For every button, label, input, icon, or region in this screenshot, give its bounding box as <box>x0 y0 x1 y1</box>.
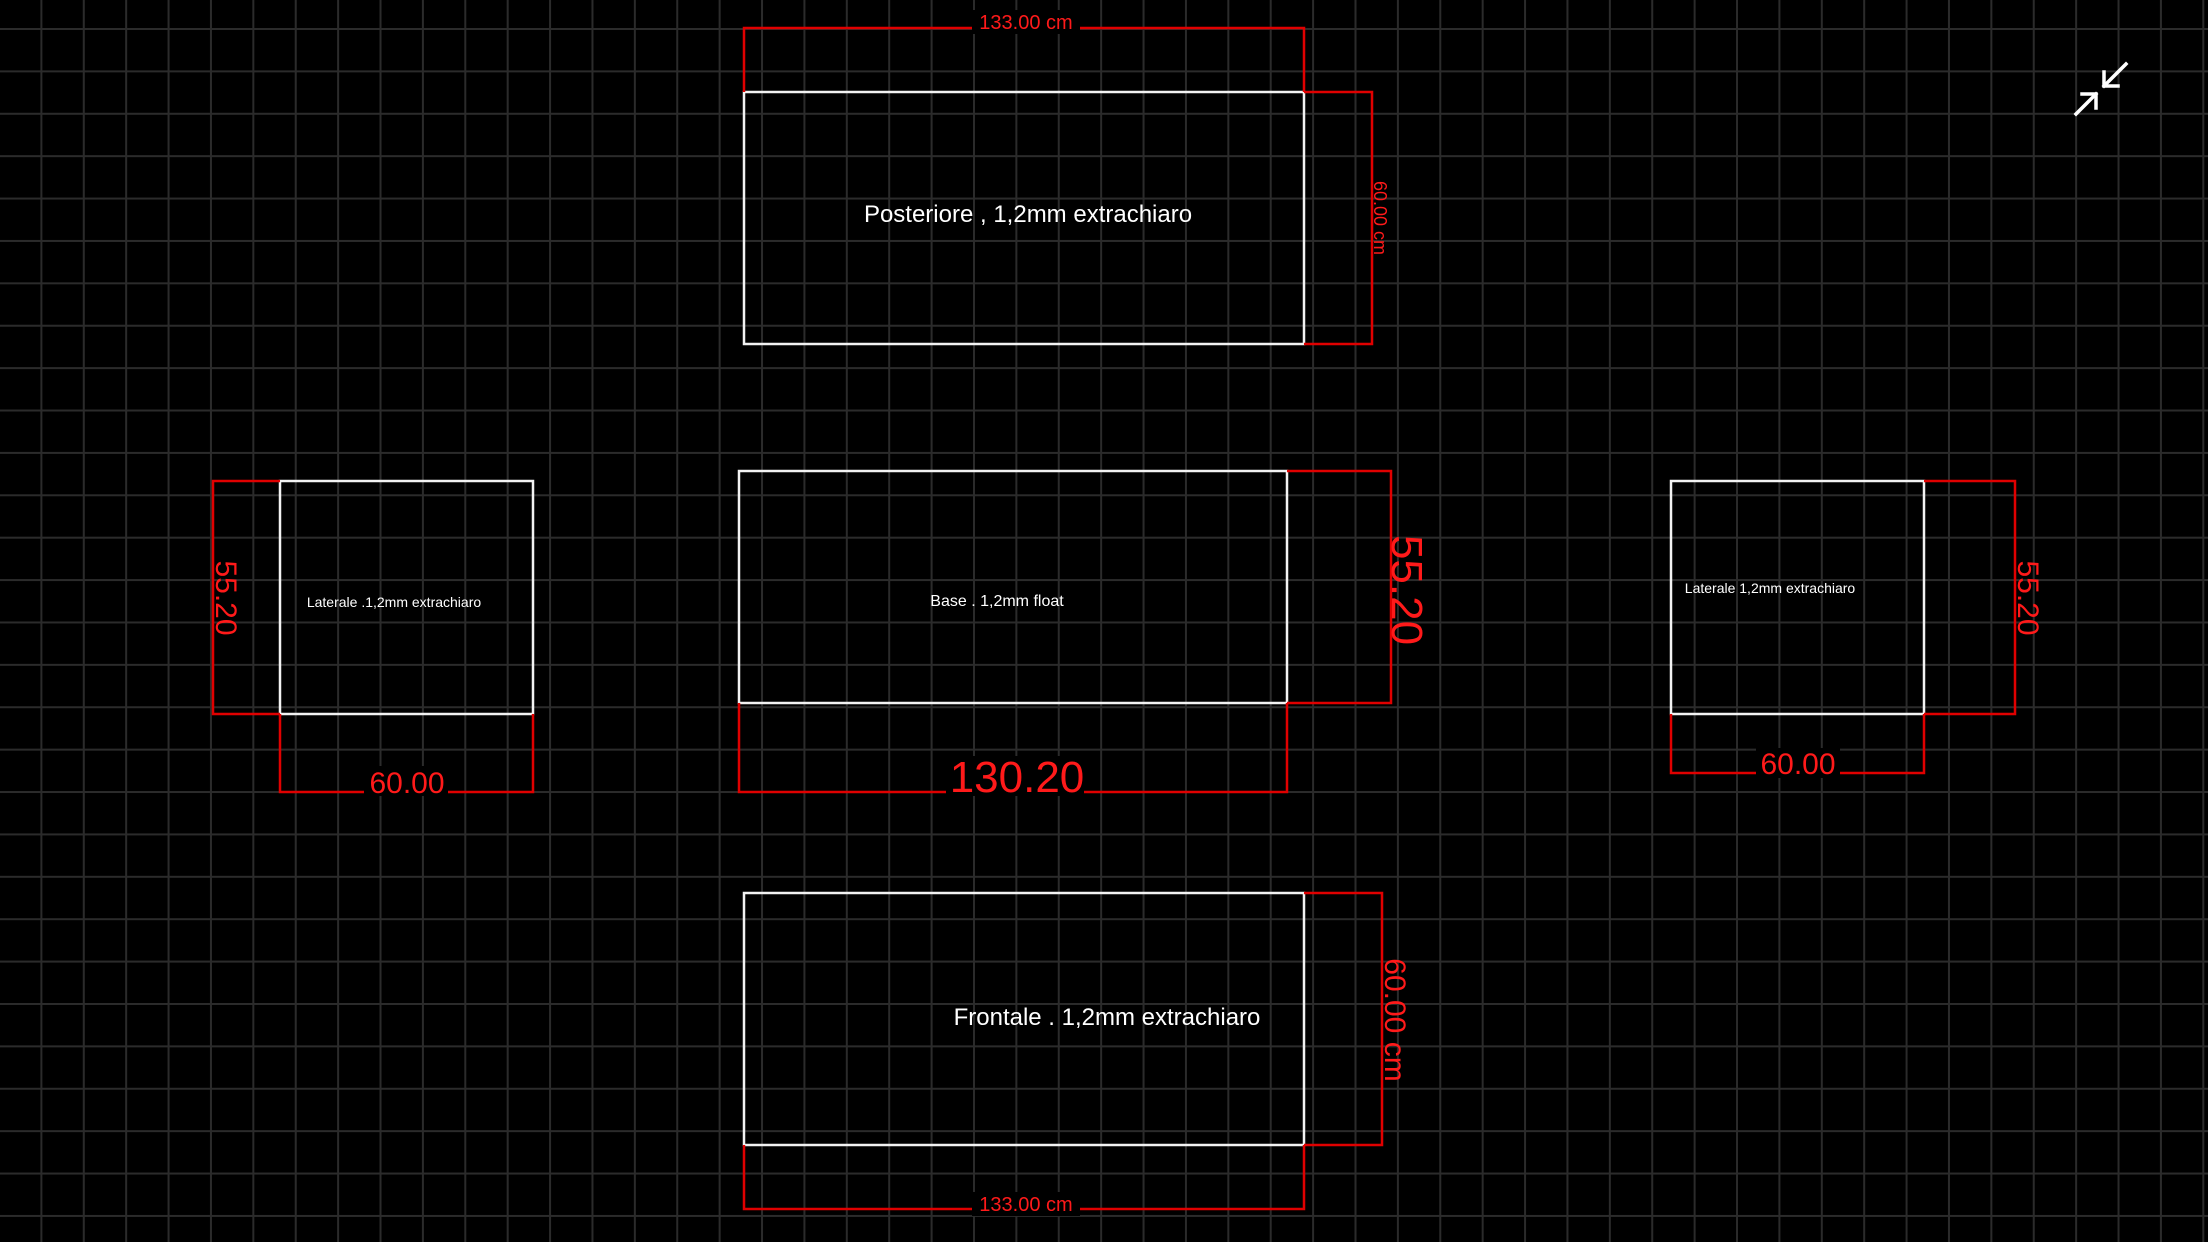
panel-base-label: Base . 1,2mm float <box>930 593 1064 610</box>
frontale-height-dimension-line <box>1304 891 1384 1147</box>
base-height-label: 55.20 <box>1382 535 1431 645</box>
posteriore-height-dimension-line <box>1304 90 1374 346</box>
panel-laterale-left[interactable]: Laterale .1,2mm extrachiaro 55.20 60.00 <box>209 479 535 800</box>
panel-frontale[interactable]: Frontale . 1,2mm extrachiaro 60.00 cm 13… <box>742 891 1411 1216</box>
base-width-label: 130.20 <box>950 753 1085 802</box>
posteriore-height-label: 60.00 cm <box>1370 181 1390 255</box>
base-width-label-bg <box>946 756 1084 796</box>
panel-base-outline <box>737 469 1289 705</box>
frontale-width-label-bg <box>972 1192 1080 1216</box>
posteriore-width-dimension-line <box>742 26 1306 92</box>
panel-laterale-right-label: Laterale 1,2mm extrachiaro <box>1685 580 1856 596</box>
collapse-arrows-icon <box>2073 61 2129 117</box>
panel-laterale-left-outline <box>278 479 535 716</box>
laterale-right-width-label: 60.00 <box>1760 748 1835 781</box>
panel-frontale-label: Frontale . 1,2mm extrachiaro <box>954 1004 1261 1031</box>
laterale-left-height-dimension-line <box>211 479 280 716</box>
collapse-button[interactable] <box>2068 58 2132 122</box>
laterale-right-height-label: 55.20 <box>2011 560 2044 635</box>
laterale-right-height-dimension-line <box>1924 479 2017 716</box>
panel-laterale-right[interactable]: Laterale 1,2mm extrachiaro 55.20 60.00 <box>1669 479 2044 781</box>
panel-frontale-outline <box>742 891 1306 1147</box>
posteriore-width-label: 133.00 cm <box>979 12 1072 34</box>
panel-posteriore[interactable]: Posteriore , 1,2mm extrachiaro 133.00 cm… <box>742 10 1390 346</box>
panel-base[interactable]: Base . 1,2mm float 55.20 130.20 <box>737 469 1431 802</box>
panel-laterale-left-label: Laterale .1,2mm extrachiaro <box>307 594 482 610</box>
frontale-height-label: 60.00 cm <box>1378 958 1411 1081</box>
frontale-width-label: 133.00 cm <box>979 1194 1072 1216</box>
laterale-right-width-label-bg <box>1756 748 1840 778</box>
panel-posteriore-label: Posteriore , 1,2mm extrachiaro <box>864 201 1192 228</box>
laterale-left-width-label: 60.00 <box>369 767 444 800</box>
laterale-left-height-label: 55.20 <box>209 560 242 635</box>
laterale-left-width-label-bg <box>364 766 448 796</box>
panel-laterale-right-outline <box>1669 479 1926 716</box>
panel-posteriore-outline <box>742 90 1306 346</box>
posteriore-width-label-bg <box>972 10 1080 34</box>
base-height-dimension-line <box>1287 469 1393 705</box>
